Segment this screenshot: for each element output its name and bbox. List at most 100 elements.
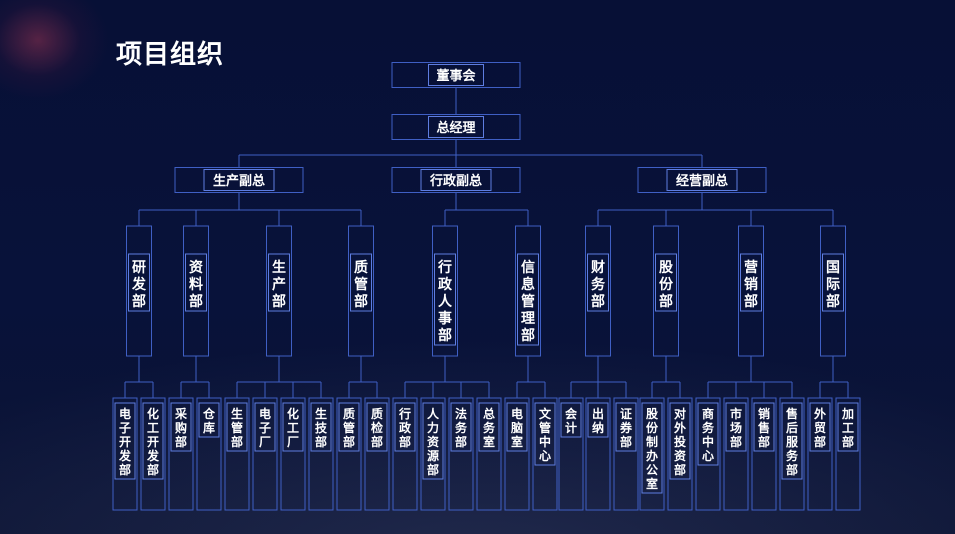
sub-unit-26: 加工部 <box>841 406 854 449</box>
sub-unit-10-inner-frame <box>394 402 416 452</box>
sub-unit-8-inner-frame <box>338 402 360 452</box>
dept-1-inner-frame <box>185 253 207 312</box>
sub-unit-20-frame <box>667 397 693 511</box>
sub-unit-6-frame <box>280 397 306 511</box>
sub-unit-12-inner-frame <box>450 402 472 452</box>
sub-unit-4-frame <box>224 397 250 511</box>
node-board-inner-frame <box>428 64 484 86</box>
node-board: 董事会 <box>436 68 476 84</box>
sub-unit-7-frame <box>308 397 334 511</box>
sub-unit-1: 化工开发部 <box>146 406 160 477</box>
sub-unit-13: 总务室 <box>483 406 496 449</box>
sub-unit-11: 人力资源部 <box>427 406 440 477</box>
sub-unit-16-frame <box>558 397 584 511</box>
dept-6: 财务部 <box>590 259 606 310</box>
sub-unit-6-inner-frame <box>282 402 304 452</box>
sub-unit-19: 股份制办公室 <box>646 406 659 491</box>
sub-unit-16: 会计 <box>565 406 578 435</box>
sub-unit-1-inner-frame <box>142 402 164 480</box>
sub-unit-11-frame <box>420 397 446 511</box>
sub-unit-1-frame <box>140 397 166 511</box>
sub-unit-24: 售后服务部 <box>786 406 799 477</box>
sub-unit-0-inner-frame <box>114 402 136 480</box>
sub-unit-5: 电子厂 <box>259 406 271 449</box>
sub-unit-0-frame <box>112 397 138 511</box>
dept-3-inner-frame <box>350 253 372 312</box>
sub-unit-15-inner-frame <box>534 402 556 466</box>
sub-unit-17: 出纳 <box>592 406 604 435</box>
dept-9-inner-frame <box>822 253 844 312</box>
node-vp-0-frame <box>174 167 304 193</box>
node-vp-1-inner-frame <box>420 169 492 191</box>
dept-2: 生产部 <box>272 259 286 310</box>
sub-unit-13-frame <box>476 397 502 511</box>
node-board-frame <box>391 62 521 88</box>
sub-unit-19-inner-frame <box>641 402 663 494</box>
sub-unit-10-frame <box>392 397 418 511</box>
sub-unit-14-frame <box>504 397 530 511</box>
dept-5-inner-frame <box>517 253 539 346</box>
sub-unit-0: 电子开发部 <box>118 406 132 477</box>
sub-unit-26-frame <box>835 397 861 511</box>
sub-unit-18-frame <box>613 397 639 511</box>
sub-unit-23-frame <box>751 397 777 511</box>
sub-unit-22: 市场部 <box>730 406 742 449</box>
sub-unit-25: 外贸部 <box>814 406 826 449</box>
node-vp-0: 生产副总 <box>213 173 265 189</box>
dept-0-inner-frame <box>128 253 150 312</box>
dept-6-inner-frame <box>587 253 609 312</box>
sub-unit-14: 电脑室 <box>510 406 523 449</box>
sub-unit-23-inner-frame <box>753 402 775 452</box>
sub-unit-21-inner-frame <box>697 402 719 466</box>
sub-unit-22-inner-frame <box>725 402 747 452</box>
node-gm: 总经理 <box>436 120 475 136</box>
dept-5: 信息管理部 <box>521 259 535 344</box>
sub-unit-3-frame <box>196 397 222 511</box>
dept-8: 营销部 <box>744 259 758 310</box>
sub-unit-7: 生技部 <box>315 406 328 449</box>
sub-unit-12: 法务部 <box>455 406 468 449</box>
sub-unit-7-inner-frame <box>310 402 332 452</box>
sub-unit-21: 商务中心 <box>702 406 715 463</box>
sub-unit-5-inner-frame <box>254 402 276 452</box>
sub-unit-13-inner-frame <box>478 402 500 452</box>
sub-unit-8: 质管部 <box>343 406 355 449</box>
sub-unit-12-frame <box>448 397 474 511</box>
sub-unit-22-frame <box>723 397 749 511</box>
sub-unit-16-inner-frame <box>560 402 582 438</box>
dept-3: 质管部 <box>354 259 368 310</box>
sub-unit-10: 行政部 <box>398 406 412 449</box>
sub-unit-9-frame <box>364 397 390 511</box>
sub-unit-24-inner-frame <box>781 402 803 480</box>
dept-1: 资料部 <box>189 259 203 310</box>
sub-unit-15-frame <box>532 397 558 511</box>
dept-8-inner-frame <box>740 253 762 312</box>
node-vp-1-frame <box>391 167 521 193</box>
sub-unit-4: 生管部 <box>231 406 243 449</box>
sub-unit-20-inner-frame <box>669 402 691 480</box>
sub-unit-14-inner-frame <box>506 402 528 452</box>
sub-unit-6: 化工厂 <box>287 406 299 449</box>
sub-unit-11-inner-frame <box>422 402 444 480</box>
sub-unit-15: 文管中心 <box>539 406 552 463</box>
dept-4: 行政人事部 <box>437 259 453 344</box>
sub-unit-25-inner-frame <box>809 402 831 452</box>
sub-unit-17-inner-frame <box>587 402 609 438</box>
page-title: 项目组织 <box>116 40 225 70</box>
sub-unit-3: 仓库 <box>202 406 216 435</box>
node-gm-inner-frame <box>428 116 484 138</box>
sub-unit-2: 采购部 <box>174 406 187 449</box>
sub-unit-2-inner-frame <box>170 402 192 452</box>
sub-unit-25-frame <box>807 397 833 511</box>
sub-unit-4-inner-frame <box>226 402 248 452</box>
sub-unit-21-frame <box>695 397 721 511</box>
dept-7: 股份部 <box>659 260 674 310</box>
node-vp-2-inner-frame <box>666 169 738 191</box>
sub-unit-26-inner-frame <box>837 402 859 452</box>
sub-unit-24-frame <box>779 397 805 511</box>
dept-0: 研发部 <box>131 260 147 310</box>
dept-9: 国际部 <box>826 260 840 310</box>
dept-4-inner-frame <box>434 253 456 346</box>
sub-unit-19-frame <box>639 397 665 511</box>
